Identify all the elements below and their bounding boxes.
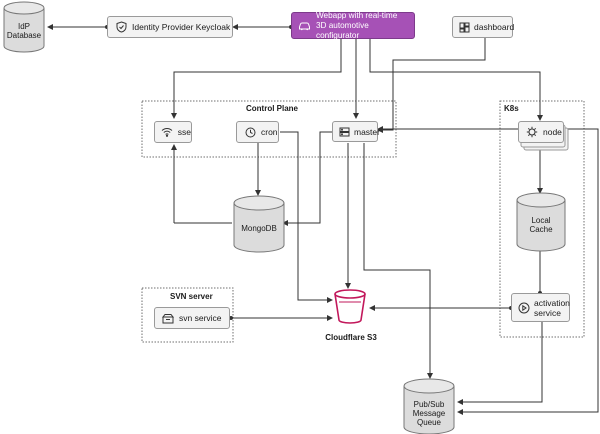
master-label: master — [354, 126, 380, 137]
edge-master-pubsub — [363, 143, 433, 379]
sse-label: sse — [177, 127, 191, 137]
mongodb-label: MongoDB — [241, 224, 277, 233]
edge-master-mongodb — [282, 131, 332, 226]
idp-database-cylinder — [3, 1, 45, 53]
cron-label: cron — [261, 127, 278, 137]
master-node[interactable]: master — [332, 121, 380, 142]
edge-webapp-node — [369, 38, 543, 121]
server-rack-icon — [339, 125, 350, 139]
cloudflare-s3-label: Cloudflare S3 — [325, 333, 377, 342]
wifi-icon — [161, 125, 174, 139]
webapp-label-line2: 3D automotive configurator — [315, 20, 369, 40]
control-plane-title: Control Plane — [246, 104, 299, 113]
sse-node[interactable]: sse — [154, 121, 192, 143]
idp-database-label: IdP Database — [6, 22, 42, 40]
bucket-icon — [334, 289, 366, 324]
shield-icon — [114, 20, 128, 34]
node-label: node — [543, 127, 562, 137]
clock-icon — [243, 125, 257, 139]
edge-webapp-sse — [171, 38, 342, 119]
local-cache-cylinder — [516, 192, 566, 252]
cron-node[interactable]: cron — [236, 121, 279, 143]
svn-service-label: svn service — [179, 313, 222, 323]
webapp-label-line1: Webapp with real-time — [315, 10, 398, 20]
dashboard-node[interactable]: dashboard — [452, 16, 515, 38]
gear-chip-icon — [525, 125, 539, 139]
webapp-node[interactable]: Webapp with real-time 3D automotive conf… — [291, 10, 415, 40]
k8s-title: K8s — [504, 104, 519, 113]
node-node[interactable]: node — [518, 121, 564, 143]
k8s-group — [499, 100, 585, 338]
mongodb-cylinder — [233, 195, 285, 253]
edge-activation-pubsub — [457, 322, 543, 405]
svn-service-node[interactable]: svn service — [154, 307, 230, 329]
activation-label-line2: service — [534, 307, 561, 318]
identity-provider-node[interactable]: Identity Provider Keycloak — [107, 16, 233, 38]
identity-provider-label: Identity Provider Keycloak — [132, 22, 231, 32]
edge-cron-s3 — [280, 131, 333, 303]
dashboard-grid-icon — [459, 20, 470, 34]
edge-dashboard-master — [377, 38, 486, 133]
activation-service-node[interactable]: activation service — [511, 293, 570, 322]
pubsub-cylinder — [403, 378, 455, 434]
car-icon — [298, 19, 312, 33]
archive-icon — [161, 311, 175, 325]
edge-node-pubsub — [457, 128, 599, 415]
activation-label-line1: activation — [534, 297, 570, 308]
svn-server-title: SVN server — [170, 292, 213, 301]
play-circle-icon — [518, 301, 530, 315]
dashboard-label: dashboard — [474, 22, 515, 32]
